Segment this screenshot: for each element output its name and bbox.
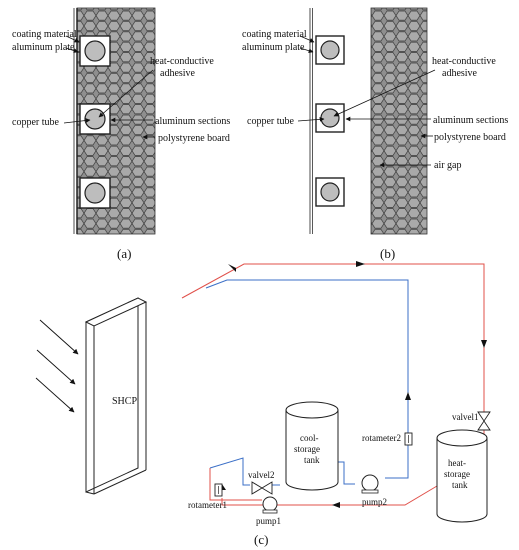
label-sections-b: aluminum sections bbox=[433, 115, 508, 126]
label-adhesive-b-1: heat-conductive bbox=[432, 56, 496, 67]
rotameter-1: rotameter1 bbox=[188, 483, 227, 510]
panel-b: coating material aluminum plate heat-con… bbox=[242, 7, 508, 261]
valve-2: valvel2 bbox=[248, 470, 275, 495]
tube-assembly-a-bottom bbox=[79, 177, 111, 209]
panel-a: coating material aluminum plate heat-con… bbox=[12, 7, 230, 261]
label-heat-tank-3: tank bbox=[452, 480, 468, 490]
cold-loop bbox=[205, 279, 409, 486]
label-rotameter2: rotameter2 bbox=[362, 433, 401, 443]
label-valve1: valvel1 bbox=[452, 412, 479, 422]
label-pump2: pump2 bbox=[362, 497, 387, 507]
label-rotameter1: rotameter1 bbox=[188, 500, 227, 510]
tube-assembly-b-bottom bbox=[315, 177, 345, 207]
label-pump1: pump1 bbox=[256, 516, 281, 526]
tube-assembly-b-middle bbox=[315, 103, 345, 133]
polystyrene-board-b bbox=[370, 7, 428, 235]
label-heat-tank-2: storage bbox=[444, 469, 470, 479]
label-copper-a: copper tube bbox=[12, 117, 59, 128]
tube-assembly-a-top bbox=[79, 35, 111, 67]
rotameter-2: rotameter2 bbox=[362, 432, 413, 446]
heat-storage-tank: heat- storage tank bbox=[436, 429, 488, 523]
tube-assembly-a-middle bbox=[79, 103, 111, 135]
valve-1: valvel1 bbox=[452, 411, 491, 431]
label-coating-b: coating material bbox=[242, 29, 307, 40]
label-adhesive-b-2: adhesive bbox=[442, 68, 478, 79]
label-board-b: polystyrene board bbox=[434, 132, 506, 143]
caption-c: (c) bbox=[254, 532, 268, 547]
label-cool-tank-1: cool- bbox=[300, 433, 319, 443]
pump-1: pump1 bbox=[256, 496, 281, 526]
label-valve2: valvel2 bbox=[248, 470, 275, 480]
label-heat-tank-1: heat- bbox=[448, 458, 466, 468]
label-adhesive-a-1: heat-conductive bbox=[150, 56, 214, 67]
label-plate-b: aluminum plate bbox=[242, 42, 305, 53]
cool-storage-tank: cool- storage tank bbox=[285, 401, 339, 491]
label-air-gap-b: air gap bbox=[434, 160, 462, 171]
label-sections-a: aluminum sections bbox=[155, 116, 230, 127]
caption-b: (b) bbox=[380, 246, 395, 261]
label-cool-tank-2: storage bbox=[294, 444, 320, 454]
label-adhesive-a-2: adhesive bbox=[160, 68, 196, 79]
solar-rays bbox=[35, 319, 79, 413]
panel-c: SHCP rotamete bbox=[35, 261, 491, 547]
label-shcp: SHCP bbox=[112, 396, 137, 407]
label-board-a: polystyrene board bbox=[158, 133, 230, 144]
label-copper-b: copper tube bbox=[247, 116, 294, 127]
label-cool-tank-3: tank bbox=[304, 455, 320, 465]
caption-a: (a) bbox=[117, 246, 131, 261]
pump-2: pump2 bbox=[361, 474, 387, 507]
label-coating-a: coating material bbox=[12, 29, 77, 40]
shcp-panel: SHCP bbox=[84, 297, 148, 495]
tube-assembly-b-top bbox=[315, 35, 345, 65]
label-plate-a: aluminum plate bbox=[12, 42, 75, 53]
